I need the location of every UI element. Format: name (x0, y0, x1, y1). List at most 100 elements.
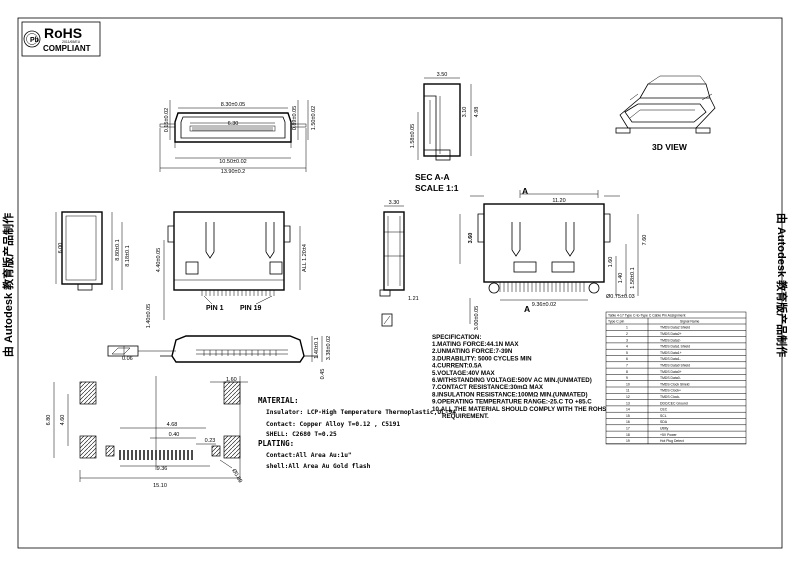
dim-9-36-footprint: 9.36 (157, 466, 168, 472)
watermark-left: 由 Autodesk 教育版产品制作 (1, 213, 15, 357)
table-cell-signal: Utility (660, 427, 669, 431)
table-cell-pin: 9 (626, 376, 628, 380)
plating-shell: shell:All Area Au Gold flash (266, 463, 371, 470)
dim-3-60: 3.60 (468, 233, 474, 244)
label-pin-1: PIN 1 (206, 305, 224, 312)
spec-title: SPECIFICATION: (432, 334, 481, 341)
table-cell-pin: 7 (626, 364, 628, 368)
dim-3-00: 3.00±0.05 (474, 306, 480, 330)
material-contact: Contact: Copper Alloy T=0.12 , C5191 (266, 421, 400, 428)
spec-item: 6.WITHSTANDING VOLTAGE:500V AC MIN.(UNMA… (432, 377, 592, 384)
plating-title: PLATING: (258, 439, 294, 448)
svg-text:Pb: Pb (30, 37, 39, 44)
table-cell-signal: TMDS Data2+ (660, 332, 682, 336)
dim-6-00: 6.00 (58, 243, 64, 254)
dim-0-75: Ø0.75±0.03 (606, 294, 635, 300)
dim-4-68: 4.68 (167, 422, 178, 428)
spec-item: 2.UNMATING FORCE:7-39N (432, 348, 513, 355)
label-section: SEC A-A (415, 172, 450, 182)
table-cell-pin: 17 (626, 427, 630, 431)
table-cell-pin: 12 (626, 395, 630, 399)
rohs-title: RoHS (44, 25, 82, 41)
material-title: MATERIAL: (258, 396, 299, 405)
dim-1-40-right: 1.40 (618, 273, 624, 284)
table-cell-pin: 10 (626, 382, 630, 386)
dim-13-90: 13.90±0.2 (221, 169, 245, 175)
dim-11-20: 11.20 (552, 198, 565, 204)
view-section-aa (459, 190, 639, 324)
dim-8-18: 8.18±0.1 (125, 245, 131, 266)
spec-item: 8.INSULATION RESISTANCE:100MΩ MIN.(UNMAT… (432, 391, 588, 398)
dim-8-30: 8.30±0.05 (221, 102, 245, 108)
flatness-symbol-icon (381, 313, 393, 327)
dim-3-38: 3.38±0.02 (326, 336, 332, 360)
pin-table-col-signal: Signal Name (680, 320, 700, 324)
spec-item: 3.DURABILITY: 5000 CYCLES MIN (432, 355, 532, 362)
dim-1-40-bottom: 1.40±0.1 (314, 337, 320, 358)
pin-table-col-pin: Type C pin (608, 320, 624, 324)
rohs-seal-icon (23, 30, 41, 48)
table-cell-signal: TMDS Clock+ (660, 389, 681, 393)
table-cell-pin: 8 (626, 370, 628, 374)
label-pin-19: PIN 19 (240, 305, 262, 312)
label-3d-view: 3D VIEW (652, 142, 688, 152)
table-cell-signal: TMDS Data2- (660, 338, 681, 342)
view-3d (615, 75, 716, 134)
dim-1-21: 1.21 (408, 296, 419, 302)
spec-item: 9.OPERATING TEMPERATURE RANGE:-25.C TO +… (432, 399, 592, 406)
dim-0-15: 0.15±0.02 (164, 108, 170, 132)
table-cell-signal: SCL (660, 414, 667, 418)
dim-1-60-right: 1.60 (608, 257, 614, 268)
table-cell-signal: SDA (660, 420, 668, 424)
pin-table: Table 4-17 Type C-to-Type C Cable Pin As… (605, 311, 747, 445)
spec-item: 4.CURRENT:0.5A (432, 363, 482, 370)
table-cell-signal: TMDS Clock- (660, 395, 680, 399)
dim-4-40: 4.40±0.05 (156, 248, 162, 272)
dim-3-50: 3.50 (437, 72, 448, 78)
dim-1-40: 1.40±0.05 (146, 304, 152, 328)
table-cell-pin: 6 (626, 357, 628, 361)
dim-6-80: 6.80 (46, 415, 52, 426)
dim-0-45: 0.45 (320, 369, 326, 380)
table-cell-pin: 16 (626, 420, 630, 424)
spec-item: 5.VOLTAGE:40V MAX (432, 370, 496, 377)
view-pcb-footprint (53, 376, 248, 482)
view-bottom (107, 335, 323, 363)
table-cell-signal: TMDS Data1 Shield (660, 345, 690, 349)
drawing-border (17, 17, 783, 549)
table-cell-pin: 5 (626, 351, 628, 355)
dim-10-50: 10.50±0.02 (219, 159, 247, 165)
dim-6-30: 6.30 (228, 121, 239, 127)
dim-0-89: 0.89±0.05 (292, 106, 298, 130)
dim-1-50: 1.50±0.02 (311, 106, 317, 130)
table-cell-signal: TMDS Data0- (660, 376, 681, 380)
table-cell-signal: TMDS Data1- (660, 357, 681, 361)
dim-1-58: 1.58±0.05 (410, 124, 416, 148)
table-cell-pin: 4 (626, 345, 628, 349)
dim-0-40: 0.40 (169, 432, 180, 438)
dim-1-60-footprint: 1.60 (226, 377, 237, 383)
rohs-logo: Pb RoHS 2011/65/EU COMPLIANT (21, 21, 101, 57)
table-cell-signal: TMDS Data2 Shield (660, 326, 690, 330)
table-cell-signal: CEC (660, 408, 668, 412)
dim-4-98: 4.98 (474, 107, 480, 118)
dim-3-30: 3.30 (389, 200, 400, 206)
watermark-right: 由 Autodesk 教育版产品制作 (775, 213, 789, 357)
spec-item: REQUIREMENT. (442, 413, 489, 420)
table-cell-signal: +5V Power (660, 433, 678, 437)
dim-15-10: 15.10 (153, 483, 167, 489)
table-cell-signal: Hot Plug Detect (660, 439, 684, 443)
table-cell-signal: DDC/CEC Ground (660, 401, 688, 405)
material-shell: SHELL: C2680 T=0.25 (266, 431, 337, 438)
rohs-compliant: COMPLIANT (43, 44, 91, 53)
dim-0-80: Ø0.80 (230, 468, 243, 484)
table-cell-pin: 19 (626, 439, 630, 443)
flatness-box-icon (107, 345, 139, 357)
dim-0-23: 0.23 (205, 438, 216, 444)
view-front (55, 211, 301, 320)
label-scale: SCALE 1:1 (415, 183, 459, 193)
table-cell-pin: 11 (626, 389, 630, 393)
table-cell-pin: 2 (626, 332, 628, 336)
